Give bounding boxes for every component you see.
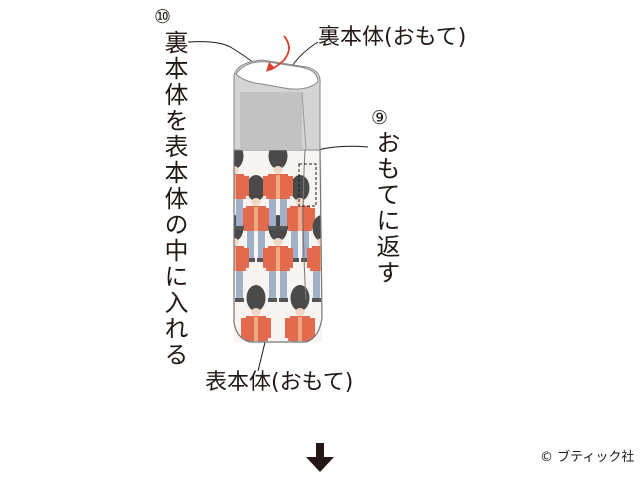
outer-body-label: 表本体(おもて) — [205, 370, 354, 395]
step-10-instruction: 裏本体を表本体の中に入れる — [160, 30, 188, 368]
step-10-number: ⑩ — [154, 6, 172, 28]
lining-body-label: 裏本体(おもて) — [318, 25, 467, 50]
arrow-down-icon — [306, 443, 334, 472]
copyright-text: © ブティック社 — [540, 450, 635, 465]
step-9-instruction: おもてに返す — [372, 130, 400, 286]
dashed-opening — [298, 163, 317, 207]
outer-body — [233, 149, 323, 343]
step-9-number: ⑨ — [371, 107, 389, 129]
leader-line-lining — [291, 41, 319, 67]
lining-body — [233, 59, 321, 151]
curved-arrow-icon — [266, 35, 290, 72]
